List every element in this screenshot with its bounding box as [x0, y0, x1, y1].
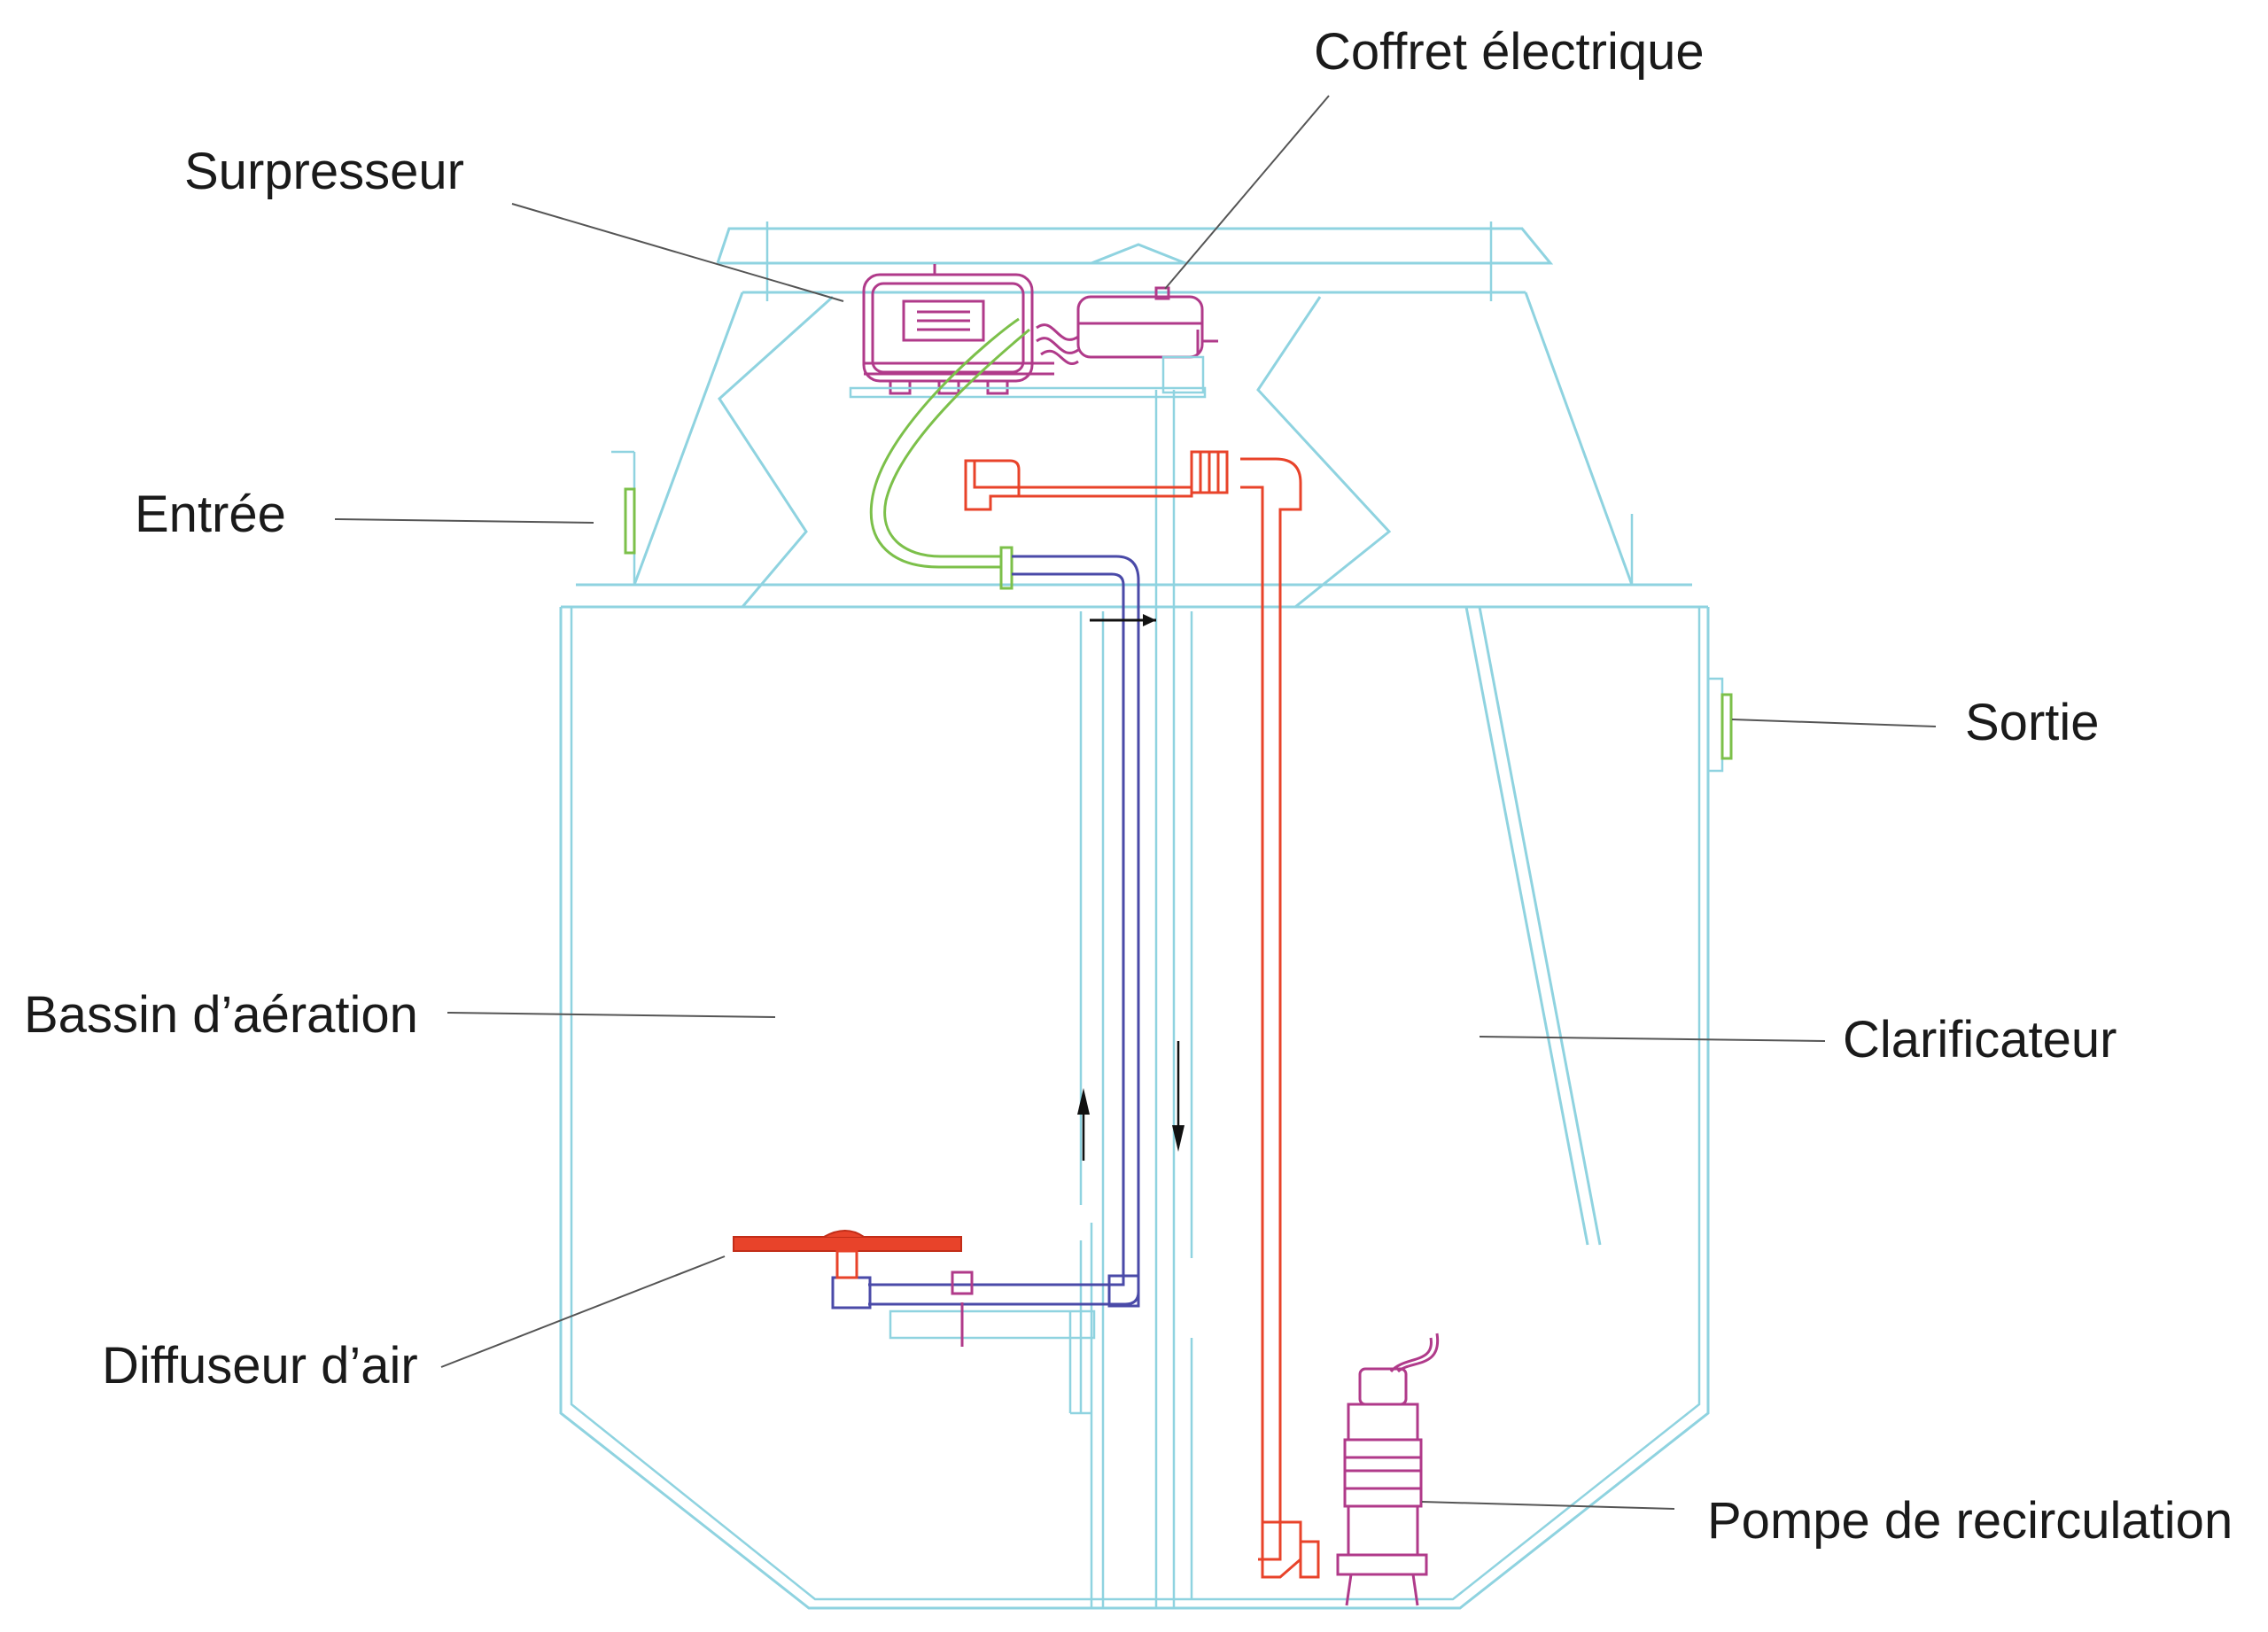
tank-lid — [716, 221, 1554, 301]
electrical-box — [1036, 286, 1218, 394]
label-surpresseur: Surpresseur — [184, 143, 464, 200]
clarifier-baffle — [1464, 606, 1602, 1246]
label-diffuseur-air: Diffuseur d’air — [102, 1337, 418, 1395]
label-bassin-aeration: Bassin d’aération — [24, 986, 418, 1044]
outlet-pipe — [1706, 677, 1733, 773]
tank-body — [559, 605, 1710, 1610]
air-hose — [869, 317, 1030, 590]
label-clarificateur: Clarificateur — [1843, 1011, 2117, 1069]
label-coffret-electrique: Coffret électrique — [1314, 23, 1705, 81]
tank-riser — [576, 291, 1692, 609]
leader-lines — [334, 95, 1937, 1510]
flow-arrows — [1077, 1041, 1184, 1161]
air-pipe — [831, 555, 1156, 1347]
central-partition — [889, 390, 1193, 1608]
blower — [849, 264, 1207, 399]
recirculation-pump — [1336, 1333, 1440, 1606]
label-sortie: Sortie — [1965, 694, 2100, 751]
air-diffuser — [733, 1230, 962, 1279]
inlet-pipe — [624, 487, 636, 555]
recirculation-pipe — [964, 450, 1320, 1579]
label-pompe-recirculation: Pompe de recirculation — [1707, 1492, 2233, 1550]
label-entree: Entrée — [135, 486, 286, 543]
